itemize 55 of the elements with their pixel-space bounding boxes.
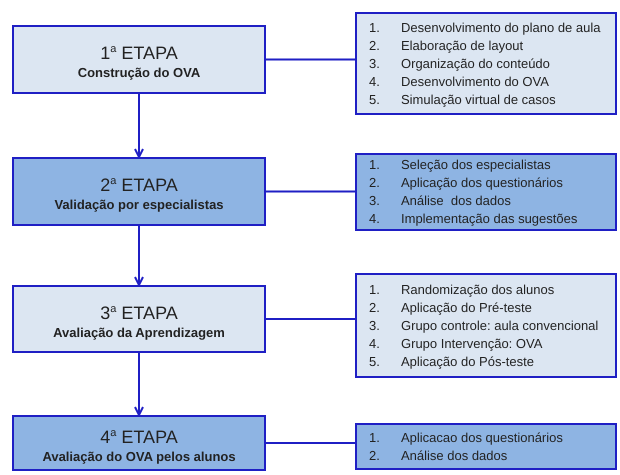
task-list-box — [355, 273, 617, 378]
list-item-text: Grupo controle: aula convencional — [401, 316, 598, 334]
arrow — [134, 94, 144, 158]
stage-box — [12, 157, 266, 226]
list-item-text: Simulação virtual de casos — [401, 90, 556, 108]
connector-line — [266, 442, 355, 444]
task-list-box — [355, 423, 617, 470]
list-item-text: Aplicação do Pré-teste — [401, 298, 532, 316]
list-item-text: Grupo Intervenção: OVA — [401, 334, 542, 352]
list-number: 1. — [369, 18, 381, 36]
task-list-box — [355, 12, 617, 115]
list-item-text: Elaboração de layout — [401, 36, 524, 54]
list-number: 2. — [369, 298, 381, 316]
arrow — [134, 353, 144, 416]
stage-subtitle: Avaliação da Aprendizagem — [53, 324, 225, 340]
stage-subtitle: Validação por especialistas — [54, 196, 224, 213]
stage-title: 2$^{a}$ ETAPA — [100, 174, 178, 196]
list-item-text: Organização do conteúdo — [401, 54, 550, 72]
list-item-text: Aplicacao dos questionários — [401, 428, 563, 446]
list-item-text: Análise dos dados — [401, 446, 508, 464]
list-number: 2. — [369, 36, 381, 54]
list-number: 3. — [369, 316, 381, 334]
list-number: 5. — [369, 352, 381, 370]
list-item-text: Seleção dos especialistas — [401, 156, 551, 174]
list-item-text: Desenvolvimento do OVA — [401, 72, 549, 90]
stage-title: 1$^{a}$ ETAPA — [100, 42, 178, 64]
list-item-text: Aplicação do Pós-teste — [401, 352, 534, 370]
stage-subtitle: Avaliação do OVA pelos alunos — [42, 448, 236, 464]
list-number: 5. — [369, 90, 381, 108]
list-number: 1. — [369, 428, 381, 446]
list-number: 4. — [369, 210, 381, 228]
stage-subtitle: Construção do OVA — [78, 64, 200, 81]
list-number: 2. — [369, 174, 381, 192]
connector-line — [266, 58, 355, 60]
list-item-text: Análise dos dados — [401, 192, 511, 210]
list-number: 1. — [369, 280, 381, 298]
list-item-text: Aplicação dos questionários — [401, 174, 563, 192]
list-item-text: Randomização dos alunos — [401, 280, 554, 298]
stage-box — [12, 415, 266, 471]
arrow — [134, 226, 144, 286]
stage-box — [12, 285, 266, 353]
list-item-text: Desenvolvimento do plano de aula — [401, 18, 600, 36]
stage-title: 3$^{a}$ ETAPA — [100, 302, 178, 324]
list-number: 2. — [369, 446, 381, 464]
list-number: 3. — [369, 54, 381, 72]
list-number: 1. — [369, 156, 381, 174]
task-list-box — [355, 153, 617, 231]
list-number: 3. — [369, 192, 381, 210]
list-number: 4. — [369, 72, 381, 90]
connector-line — [266, 190, 355, 192]
list-number: 4. — [369, 334, 381, 352]
connector-line — [266, 318, 355, 320]
stage-title: 4$^{a}$ ETAPA — [100, 426, 178, 448]
list-item-text: Implementação das sugestões — [401, 210, 578, 228]
stage-box — [12, 25, 266, 94]
